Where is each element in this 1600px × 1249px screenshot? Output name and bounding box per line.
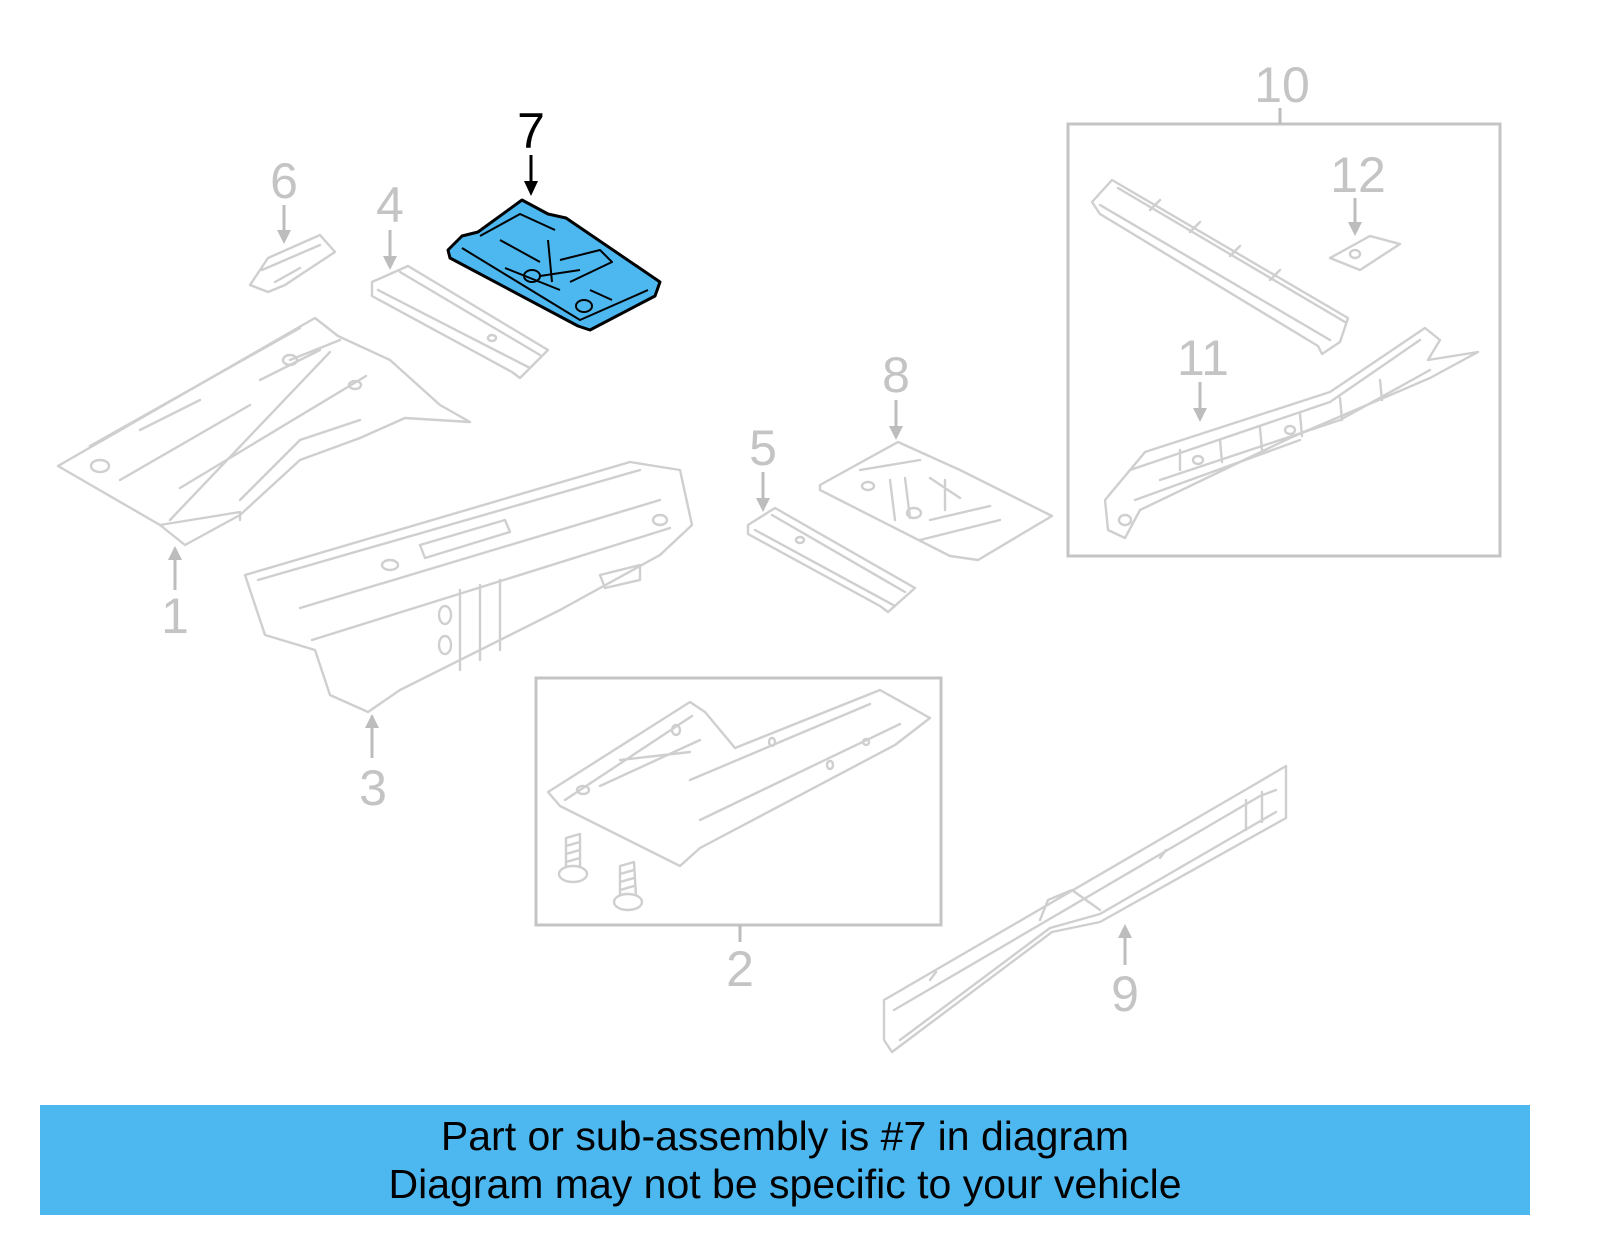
part-3-tunnel-assembly[interactable] <box>243 460 694 714</box>
group-box-10 <box>1066 122 1502 558</box>
banner-line-2: Diagram may not be specific to your vehi… <box>388 1161 1182 1207</box>
part-11-rail[interactable] <box>1103 326 1480 540</box>
part-10-rail[interactable] <box>1090 178 1350 356</box>
part-12-plate[interactable] <box>1328 234 1402 272</box>
bolt-2[interactable] <box>612 860 644 912</box>
part-7-highlighted-panel[interactable] <box>446 198 662 332</box>
part-8-panel[interactable] <box>818 440 1054 562</box>
banner-line-1: Part or sub-assembly is #7 in diagram <box>440 1113 1130 1159</box>
callout-3[interactable]: 3 <box>359 760 387 816</box>
part-6-bracket[interactable] <box>248 233 337 294</box>
callout-12[interactable]: 12 <box>1330 147 1386 203</box>
part-9-rocker-rail[interactable] <box>882 764 1288 1054</box>
callout-1[interactable]: 1 <box>161 588 189 644</box>
info-banner: Part or sub-assembly is #7 in diagram Di… <box>40 1105 1530 1215</box>
callout-4[interactable]: 4 <box>376 177 404 233</box>
part-4-crossmember[interactable] <box>370 264 550 380</box>
callout-6[interactable]: 6 <box>270 153 298 209</box>
part-2-panel[interactable] <box>546 688 932 868</box>
callout-9[interactable]: 9 <box>1111 966 1139 1022</box>
callout-2[interactable]: 2 <box>726 941 754 997</box>
part-1-floor-pan[interactable] <box>56 316 472 547</box>
bolt-1[interactable] <box>557 832 589 884</box>
callout-8[interactable]: 8 <box>882 347 910 403</box>
callout-5[interactable]: 5 <box>749 420 777 476</box>
callout-10[interactable]: 10 <box>1254 57 1310 113</box>
part-5-crossmember[interactable] <box>746 506 917 614</box>
callout-11[interactable]: 11 <box>1177 330 1229 386</box>
callout-7[interactable]: 7 <box>517 103 545 159</box>
